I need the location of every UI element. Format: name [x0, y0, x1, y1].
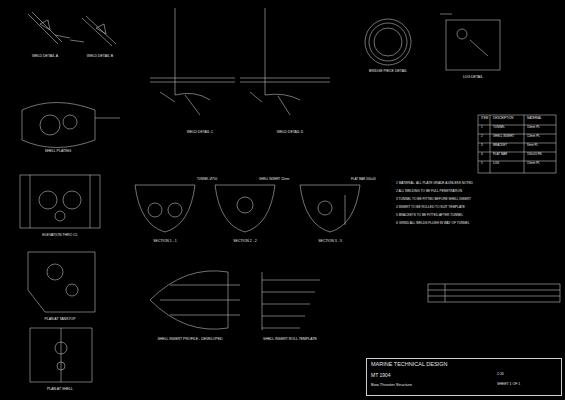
label-text: 3 — [480, 144, 484, 147]
label-text: SHELL INSERT ROLL TEMPLATE — [262, 338, 318, 342]
label-text: WELD DETAIL A — [31, 55, 59, 59]
label-text: FLAT BAR 100x10 — [350, 178, 377, 181]
title-text: Bow Thruster Structure — [371, 383, 412, 387]
label-text: 2 — [480, 135, 484, 138]
weld-detail-b — [70, 16, 116, 46]
label-text: 2 ALL WELDING TO BE FULL PENETRATION — [395, 190, 463, 194]
label-text: WELD DETAIL D — [276, 131, 304, 135]
label-text: SHELL INSERT — [492, 135, 515, 138]
label-text: 5 — [480, 162, 484, 165]
label-text: ITEM — [480, 117, 489, 120]
label-text: 8mm PL — [526, 144, 539, 147]
label-text: BRACKET — [492, 144, 508, 147]
label-text: 6 GRIND ALL WELDS FLUSH IN WAY OF TUNNEL — [395, 222, 470, 226]
label-text: 100x10 FB — [526, 153, 543, 156]
label-text: SECTION 3 - 3 — [317, 240, 343, 244]
label-text: SHELL INSERT PROFILE - DEVELOPED — [156, 338, 223, 342]
label-text: 5 BRACKETS TO BE FITTED AFTER TUNNEL — [395, 214, 464, 218]
label-text: BRIDGE PIECE DETAIL — [368, 70, 408, 74]
title-block: MARINE TECHNICAL DESIGN MT 1904Bow Thrust… — [366, 358, 562, 396]
label-text: 12mm PL — [526, 135, 541, 138]
label-text: 3 TUNNEL TO BE FITTED BEFORE SHELL INSER… — [395, 198, 472, 202]
label-text: 1 MATERIAL: ALL PLATE GRADE A UNLESS NOT… — [395, 182, 474, 186]
elevation-view — [20, 175, 100, 228]
label-text: SHELL PLATING — [44, 150, 73, 154]
label-text: 15mm PL — [526, 162, 541, 165]
label-text: MATERIAL — [526, 117, 543, 120]
label-text: 4 — [480, 153, 484, 156]
section-views — [135, 185, 360, 232]
label-text: LUG — [492, 162, 500, 165]
title-text: 1:20 — [497, 373, 504, 377]
label-text: 1 — [480, 126, 484, 129]
title-text: MT 1904 — [371, 373, 391, 379]
label-text: PLAN AT TANKTOP — [43, 318, 76, 322]
roll-template — [262, 272, 320, 330]
title-text: MARINE TECHNICAL DESIGN — [371, 361, 447, 367]
insert-profile — [150, 271, 240, 329]
revision-block — [428, 284, 560, 302]
label-text: SECTION 1 - 1 — [152, 240, 178, 244]
parts-table — [478, 115, 556, 173]
weld-detail-d — [240, 8, 330, 115]
label-text: 4 INSERT TO BE ROLLED TO SUIT TEMPLATE — [395, 206, 466, 210]
weld-detail-a — [28, 12, 70, 44]
label-text: DESCRIPTION — [492, 117, 515, 120]
label-text: FLAT BAR — [492, 153, 508, 156]
shell-plating — [22, 103, 120, 148]
label-text: PLAN AT SHELL — [46, 388, 74, 392]
label-text: WELD DETAIL B — [86, 55, 114, 59]
label-text: SHELL INSERT 12mm — [258, 178, 290, 181]
bridge-piece — [365, 19, 411, 65]
label-text: 10mm PL — [526, 126, 541, 129]
label-text: WELD DETAIL C — [186, 131, 214, 135]
label-text: TUNNEL Ø750 — [196, 178, 218, 181]
label-text: ELEVATION THRO CL — [41, 234, 78, 238]
title-text: SHEET 1 OF 1 — [497, 383, 520, 387]
lug-plate — [440, 14, 500, 70]
plan-views — [28, 252, 95, 382]
label-text: TUNNEL — [492, 126, 506, 129]
weld-detail-c — [150, 8, 235, 115]
label-text: LUG DETAIL — [462, 76, 484, 80]
label-text: SECTION 2 - 2 — [232, 240, 258, 244]
